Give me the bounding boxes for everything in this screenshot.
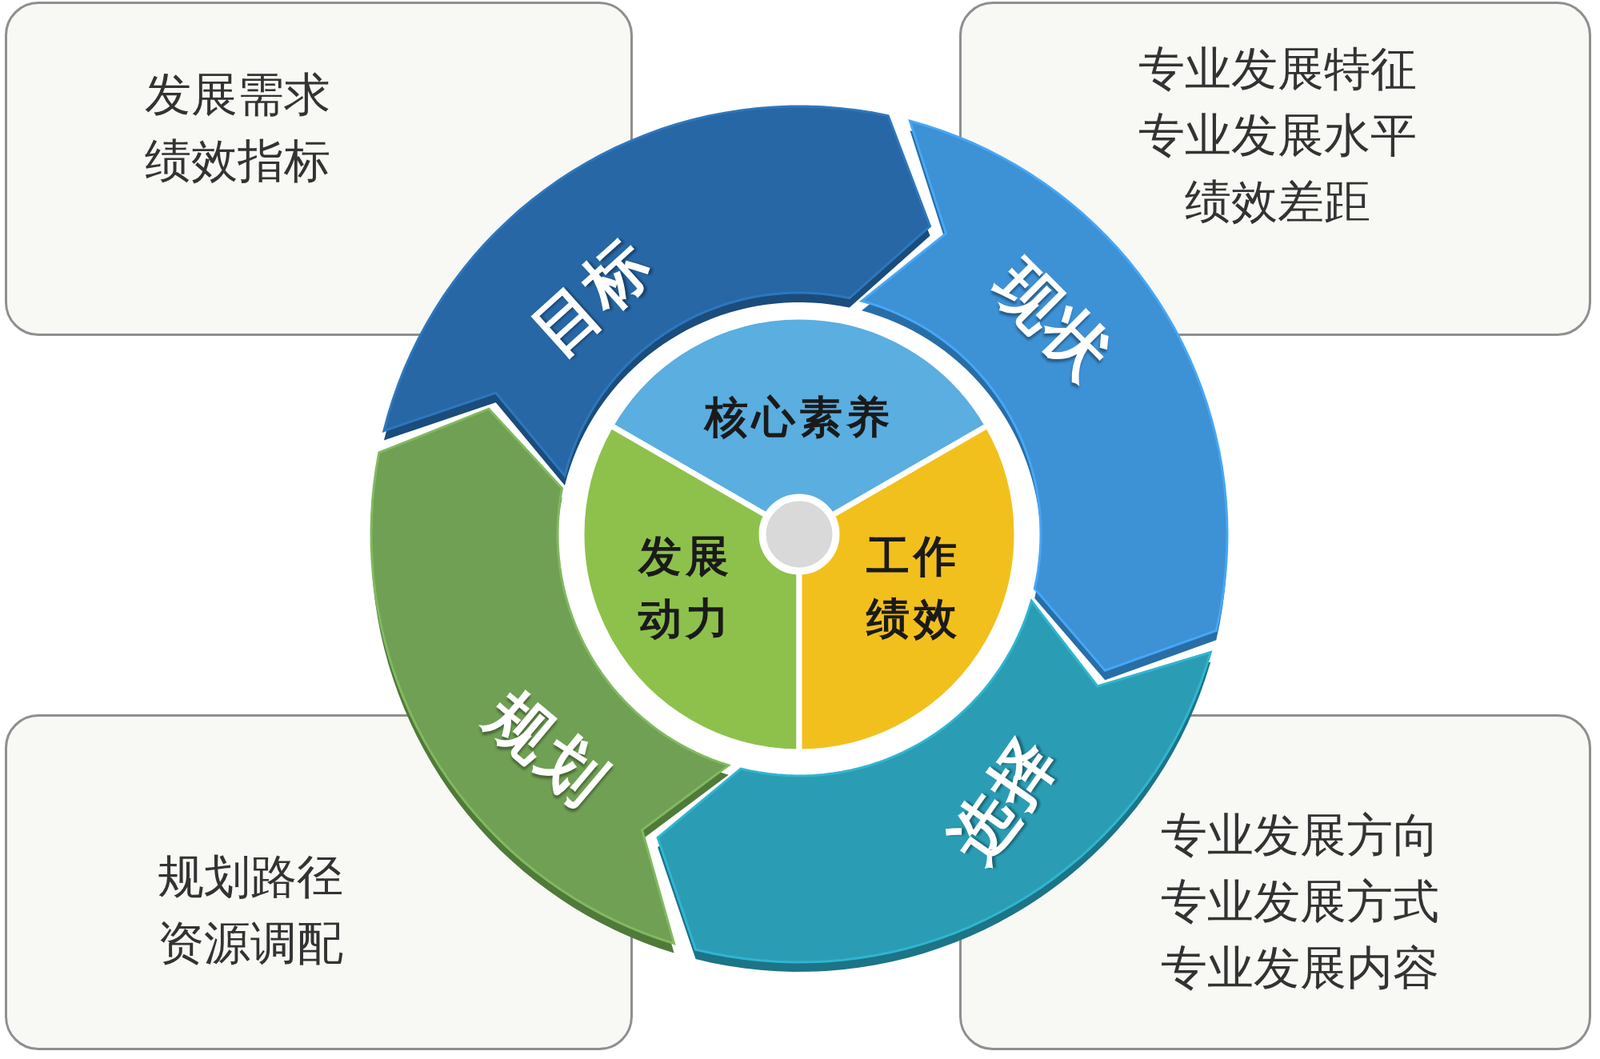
- panel-item: 专业发展内容: [1160, 935, 1575, 1002]
- panel-item: 绩效指标: [144, 128, 616, 195]
- stage-label: 现状: [974, 243, 1131, 400]
- panel-item: 专业发展方式: [1160, 868, 1575, 936]
- sector-fill: [799, 425, 1017, 752]
- arrow-shadow: [861, 130, 1228, 680]
- arrow-body: [384, 106, 931, 476]
- core-label: 发展 动力: [625, 525, 746, 651]
- arrow-shadow: [657, 610, 1211, 972]
- panel-item: 专业发展特征: [961, 36, 1594, 103]
- stage-label: 选择: [931, 720, 1080, 880]
- arrow-body: [861, 120, 1228, 671]
- hub-circle: [762, 497, 836, 572]
- core-label: 工作 绩效: [853, 525, 974, 651]
- sector-fill: [581, 425, 800, 752]
- stage-label: 规划: [468, 673, 627, 827]
- arrow-shadow: [371, 418, 729, 953]
- note-panel: 专业发展方向专业发展方式专业发展内容: [959, 714, 1592, 1051]
- panel-item: 专业发展方向: [1160, 802, 1575, 869]
- panel-item: 资源调配: [157, 910, 616, 977]
- panel-item: 规划路径: [157, 844, 616, 911]
- panel-item: 绩效差距: [961, 168, 1594, 236]
- hub-dot: [751, 486, 848, 583]
- note-panel: 专业发展特征专业发展水平绩效差距: [959, 1, 1592, 336]
- arrow-shadow: [384, 116, 931, 486]
- core-label: 核心素养: [671, 386, 928, 449]
- note-panel: 发展需求绩效指标: [4, 1, 633, 336]
- arrow-body: [657, 600, 1211, 963]
- note-panel: 规划路径资源调配: [4, 714, 633, 1051]
- arrow-body: [371, 408, 729, 944]
- panel-item: 专业发展水平: [961, 102, 1594, 169]
- stage-label: 目标: [514, 220, 672, 376]
- panel-item: 发展需求: [144, 61, 616, 128]
